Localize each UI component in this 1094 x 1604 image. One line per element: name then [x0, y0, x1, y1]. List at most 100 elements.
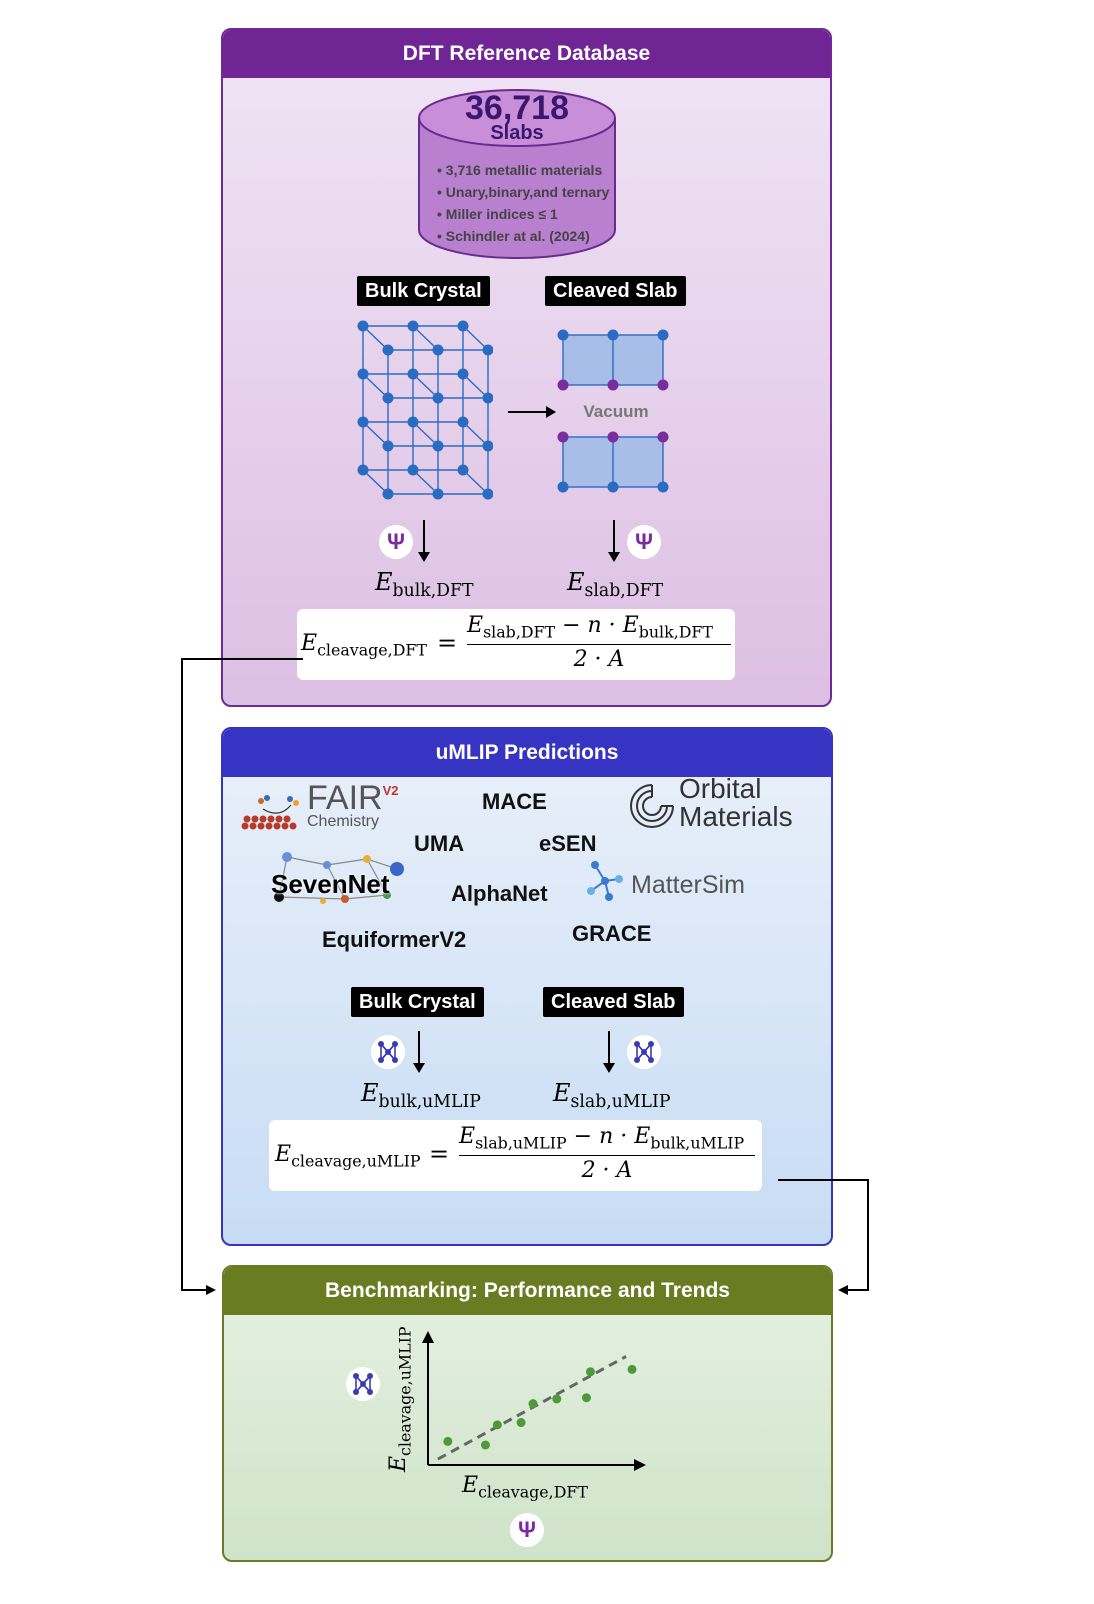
fraction-bar: [467, 644, 731, 645]
fair-chemistry-text: Chemistry: [307, 813, 380, 830]
atom: [432, 344, 444, 356]
scatter-chart: [422, 1331, 646, 1471]
psi-dft-icon: Ψ: [510, 1513, 544, 1547]
data-point: [585, 1367, 595, 1377]
data-point: [627, 1364, 637, 1374]
psi-dft-icon: Ψ: [379, 525, 413, 559]
data-point: [552, 1394, 562, 1404]
fair-logo-text: FAIRV2: [307, 779, 399, 817]
atom: [482, 392, 493, 404]
bullet-item: • Unary,binary,and ternary: [437, 184, 610, 200]
model-sevennet: SevenNet: [271, 869, 390, 899]
psi-dft-icon: Ψ: [627, 525, 661, 559]
eq-numerator: Eslab,uMLIP − n · Ebulk,uMLIP: [459, 1124, 745, 1153]
surface-atom: [607, 379, 619, 391]
bullet-item: • Miller indices ≤ 1: [437, 206, 558, 222]
eq-denominator: 2 · A: [573, 647, 625, 672]
surface-atom: [657, 379, 669, 391]
atom: [657, 329, 669, 341]
down-arrow-icon: [413, 1031, 425, 1073]
eq-lhs-sub: cleavage,uMLIP: [291, 1151, 421, 1171]
atom: [357, 368, 369, 380]
e-bulk-umlip-label: Ebulk,uMLIP: [361, 1079, 481, 1113]
atom: [432, 440, 444, 452]
atom: [357, 320, 369, 332]
neural-network-icon: [627, 1035, 661, 1069]
atom: [432, 488, 444, 500]
eq-equals: =: [437, 629, 458, 657]
surface-atom: [557, 431, 569, 443]
umlip-panel-title: uMLIP Predictions: [223, 729, 831, 777]
data-point: [528, 1399, 538, 1409]
surface-atom: [657, 431, 669, 443]
atom: [382, 392, 394, 404]
model-mace: MACE: [482, 789, 547, 814]
data-point: [581, 1393, 591, 1403]
y-axis-label: Ecleavage,uMLIP: [386, 1326, 415, 1472]
atom: [482, 440, 493, 452]
atom: [407, 464, 419, 476]
bulk-crystal-label: Bulk Crystal: [351, 987, 484, 1017]
model-grace: GRACE: [572, 921, 652, 946]
atom: [457, 368, 469, 380]
orbital-text: Orbital Materials: [679, 773, 793, 832]
bullet-item: • Schindler at al. (2024): [437, 228, 590, 244]
surface-atom: [557, 379, 569, 391]
fraction-bar: [459, 1155, 755, 1156]
model-uma: UMA: [414, 831, 465, 856]
model-esen: eSEN: [539, 831, 597, 856]
model-mattersim: MatterSim: [631, 871, 745, 899]
database-count: 36,718: [465, 89, 569, 127]
data-point: [492, 1420, 502, 1430]
atom: [407, 320, 419, 332]
atom: [407, 416, 419, 428]
eq-numerator: Eslab,DFT − n · Ebulk,DFT: [467, 613, 713, 642]
atom: [357, 464, 369, 476]
database-bullets: • 3,716 metallic materials • Unary,binar…: [437, 159, 609, 247]
atom: [457, 464, 469, 476]
database-cylinder-icon: [418, 89, 616, 259]
atom: [482, 488, 493, 500]
atom: [657, 481, 669, 493]
atom: [382, 344, 394, 356]
eq-denominator: 2 · A: [581, 1158, 633, 1183]
atom: [557, 329, 569, 341]
eq-equals: =: [429, 1140, 450, 1168]
cleaved-slab-label: Cleaved Slab: [543, 987, 684, 1017]
data-point: [443, 1436, 453, 1446]
fair-chemistry-logo-icon: [241, 795, 299, 830]
y-axis-arrow-icon: [422, 1331, 434, 1343]
e-slab-dft-label: Eslab,DFT: [567, 568, 664, 602]
vacuum-label: Vacuum: [583, 402, 649, 421]
x-axis-arrow-icon: [634, 1459, 646, 1471]
database-unit: Slabs: [490, 122, 544, 144]
atom: [382, 488, 394, 500]
mattersim-logo-icon: [587, 861, 623, 901]
atom: [557, 481, 569, 493]
data-point: [516, 1418, 526, 1428]
benchmarking-panel: Benchmarking: Performance and Trends Ecl…: [222, 1265, 833, 1562]
atom: [357, 416, 369, 428]
arrow-head-icon: [206, 1285, 216, 1295]
atom: [482, 344, 493, 356]
cleaved-slab-icon: [557, 329, 669, 493]
right-arrow-icon: [508, 406, 556, 418]
cleaved-slab-label: Cleaved Slab: [545, 276, 686, 306]
cleavage-dft-equation: Ecleavage,DFT = Eslab,DFT − n · Ebulk,DF…: [297, 609, 735, 680]
neural-network-icon: [346, 1367, 380, 1401]
e-slab-umlip-label: Eslab,uMLIP: [553, 1079, 671, 1113]
cleavage-umlip-equation: Ecleavage,uMLIP = Eslab,uMLIP − n · Ebul…: [269, 1120, 762, 1191]
down-arrow-icon: [608, 520, 620, 562]
atom: [432, 392, 444, 404]
neural-network-icon: [371, 1035, 405, 1069]
orbital-materials-logo-icon: [630, 784, 674, 828]
atom: [607, 481, 619, 493]
atom: [382, 440, 394, 452]
down-arrow-icon: [418, 520, 430, 562]
down-arrow-icon: [603, 1031, 615, 1073]
bulk-crystal-label: Bulk Crystal: [357, 276, 490, 306]
arrow-head-icon: [838, 1285, 848, 1295]
atom: [407, 368, 419, 380]
data-point: [480, 1440, 490, 1450]
x-axis-label: Ecleavage,DFT: [462, 1473, 588, 1502]
